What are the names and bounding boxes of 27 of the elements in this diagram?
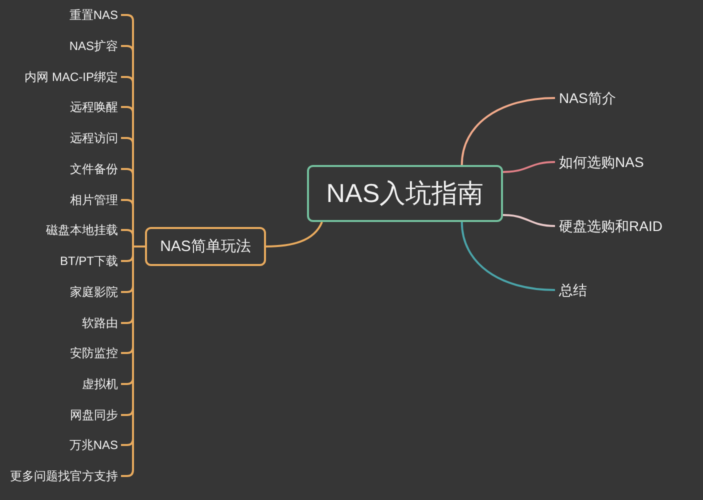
leaf-label: 相片管理: [70, 191, 118, 209]
topic-box: NAS简单玩法: [145, 227, 266, 266]
leaf-label: BT/PT下载: [60, 252, 118, 270]
leaf-label: 重置NAS: [69, 6, 118, 24]
leaf-label: 软路由: [82, 314, 118, 332]
leaf-label: 家庭影院: [70, 283, 118, 301]
leaf-label: 文件备份: [70, 160, 118, 178]
branch-label: 总结: [559, 280, 587, 300]
branch-label: NAS简介: [559, 88, 616, 108]
branch-line: [266, 222, 323, 248]
central-topic-box: NAS入坑指南: [307, 165, 503, 222]
leaf-label: 虚拟机: [82, 375, 118, 393]
leaf-label: 内网 MAC-IP绑定: [24, 68, 118, 86]
leaf-label: 磁盘本地挂载: [46, 221, 118, 239]
leaf-label: 更多问题找官方支持: [10, 467, 118, 485]
leaf-label: 远程唤醒: [70, 98, 118, 116]
leaf-label: 安防监控: [70, 344, 118, 362]
branch-line: [460, 97, 556, 166]
leaf-label: 远程访问: [70, 129, 118, 147]
branch-line: [460, 222, 556, 291]
branch-line: [502, 161, 556, 173]
leaf-label: 万兆NAS: [69, 436, 118, 454]
leaf-label: NAS扩容: [69, 37, 118, 55]
branch-label: 硬盘选购和RAID: [559, 216, 662, 236]
leaf-label: 网盘同步: [70, 406, 118, 424]
branch-line: [502, 214, 556, 227]
branch-label: 如何选购NAS: [559, 152, 644, 172]
